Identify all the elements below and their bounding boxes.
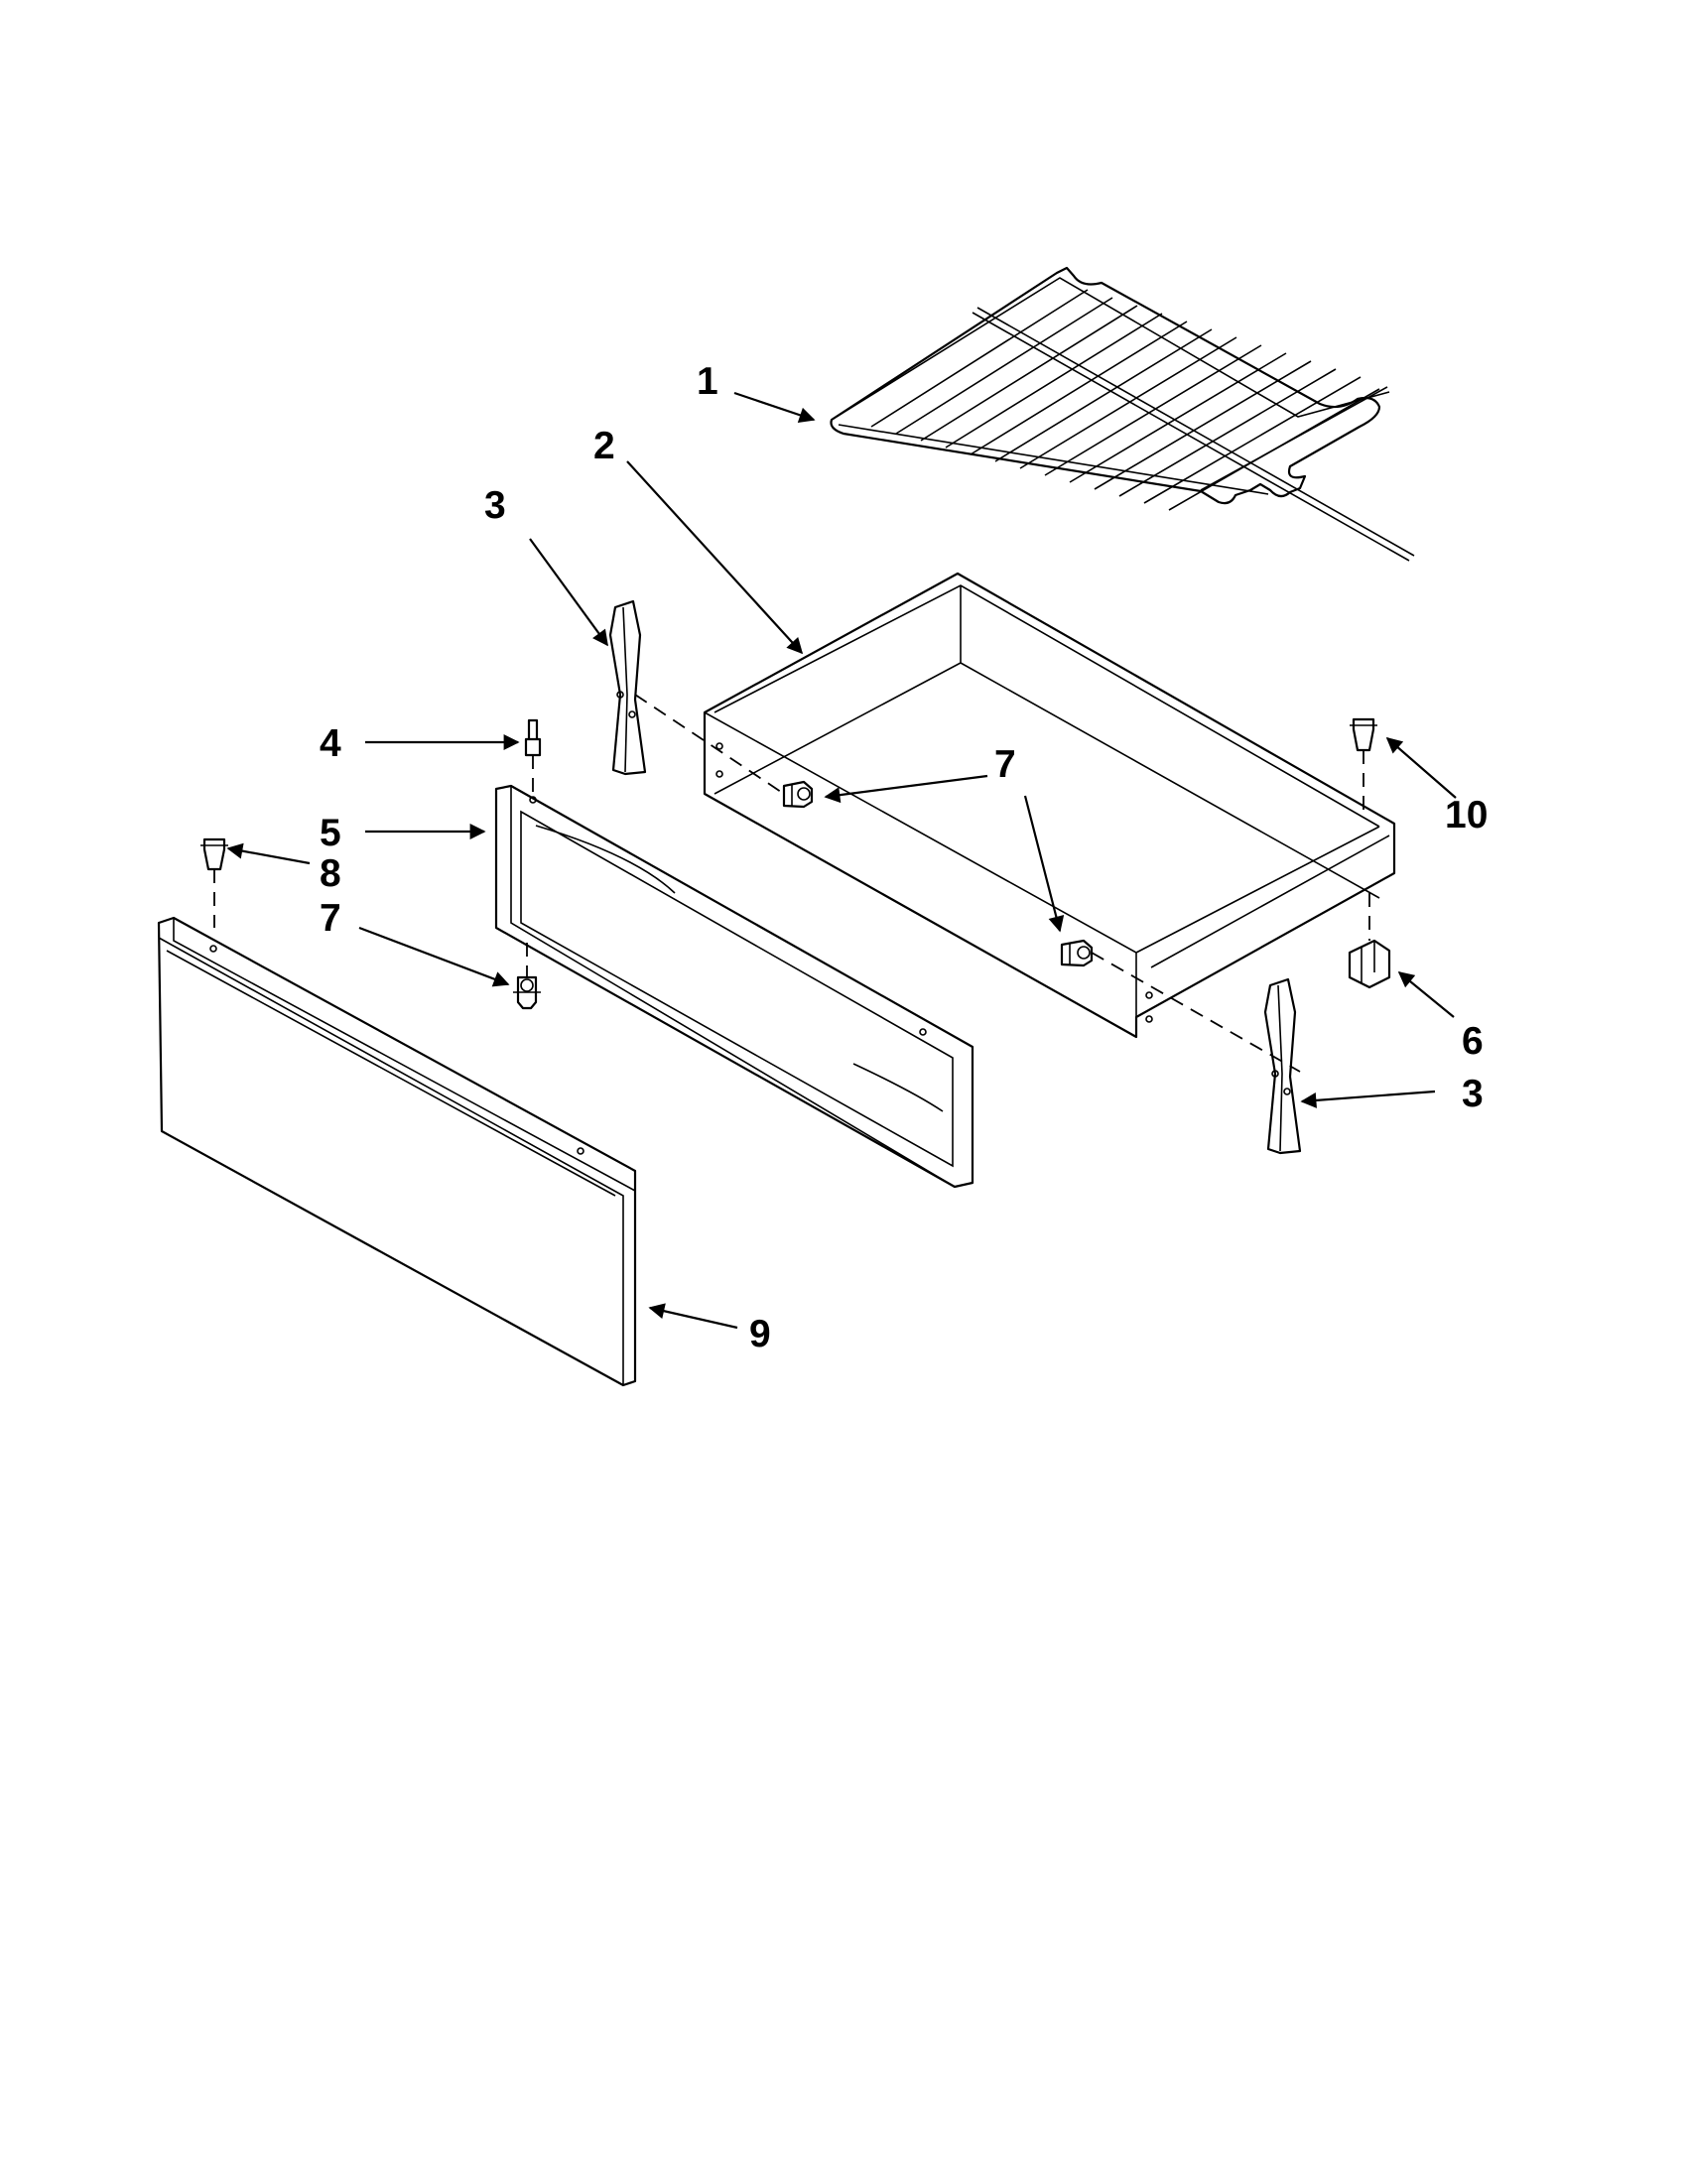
callout-9: 9: [749, 1313, 771, 1355]
screw-middle: [1060, 939, 1094, 967]
callout-2: 2: [593, 425, 615, 467]
callout-5: 5: [320, 812, 341, 854]
drawer-panel-outer: [157, 916, 637, 1387]
callout-3-right: 3: [1462, 1073, 1484, 1115]
callout-4: 4: [320, 722, 341, 765]
screw-8: [200, 837, 228, 871]
callout-7-upper: 7: [994, 743, 1016, 786]
stud-fastener: [524, 718, 542, 757]
drawer-front-inner: [494, 784, 974, 1189]
callout-10: 10: [1445, 794, 1488, 836]
callout-3-left: 3: [484, 484, 506, 527]
leader-lines: [226, 391, 1457, 1330]
oven-rack: [830, 266, 1415, 562]
screw-lower: [513, 975, 541, 1010]
callout-6: 6: [1462, 1020, 1484, 1063]
screw-upper: [782, 780, 814, 809]
drawer-glide-left: [608, 599, 647, 776]
clip-bracket: [1348, 939, 1391, 989]
drawer-pan: [703, 572, 1396, 1039]
callout-7-lower: 7: [320, 897, 341, 940]
callout-8: 8: [320, 852, 341, 895]
drawer-glide-right: [1263, 977, 1302, 1155]
screw-10: [1350, 717, 1377, 752]
callout-1: 1: [697, 360, 718, 403]
alignment-lines: [213, 694, 1370, 1073]
